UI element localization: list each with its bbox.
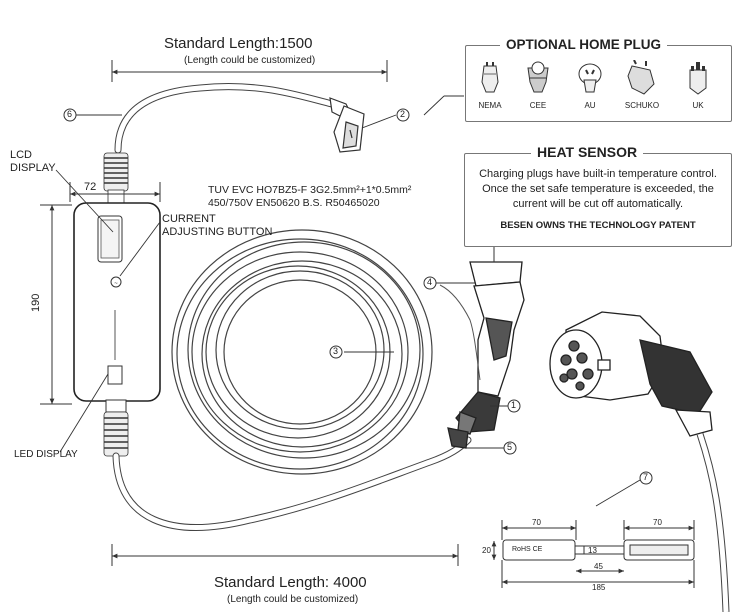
callout-circles <box>63 108 653 485</box>
cable-spec-line2: 450/750V EN50620 B.S. R50465020 <box>208 197 380 209</box>
right-cable <box>696 432 730 612</box>
callout-4: 4 <box>427 277 433 287</box>
top-length-label: Standard Length:1500 <box>164 35 313 52</box>
au-plug-icon <box>578 63 602 93</box>
cable-spec-line1: TUV EVC HO7BZ5-F 3G2.5mm²+1*0.5mm² <box>208 184 412 196</box>
plug-au: AU <box>574 60 606 110</box>
nema-plug-icon <box>481 62 499 93</box>
heat-sensor-text: Charging plugs have built-in temperature… <box>466 167 730 212</box>
tag-dim-13: 13 <box>588 546 597 555</box>
height-190-label: 190 <box>30 293 42 312</box>
top-dimension <box>111 60 388 82</box>
schuko-plug <box>329 97 365 153</box>
top-length-note: (Length could be customized) <box>184 55 316 66</box>
callout-1: 1 <box>511 400 517 410</box>
plug-au-label: AU <box>584 101 596 110</box>
plug-nema-label: NEMA <box>478 101 502 110</box>
cable-spec: TUV EVC HO7BZ5-F 3G2.5mm²+1*0.5mm² 450/7… <box>208 184 411 210</box>
callout-6: 6 <box>67 109 73 119</box>
callout-2: 2 <box>400 109 406 119</box>
heat-sensor-line2: Once the set safe temperature is exceede… <box>482 183 714 195</box>
plug-cee-label: CEE <box>529 101 547 110</box>
heat-sensor-panel <box>464 153 732 247</box>
current-button-label: CURRENT ADJUSTING BUTTON <box>162 213 272 239</box>
current-button-line1: CURRENT <box>162 213 216 225</box>
tag-marks: RoHS CE <box>512 546 543 553</box>
heat-sensor-line1: Charging plugs have built-in temperature… <box>479 168 717 180</box>
heat-sensor-patent: BESEN OWNS THE TECHNOLOGY PATENT <box>500 220 696 231</box>
lcd-display-line1: LCD <box>10 149 33 161</box>
tag-dim-left: 70 <box>532 518 541 527</box>
plug-uk-label: UK <box>692 101 704 110</box>
uk-plug-icon <box>689 62 707 95</box>
heat-sensor-line3: current will be cut off automatically. <box>512 198 684 210</box>
leader-lines <box>55 95 641 507</box>
optional-home-plug-title: OPTIONAL HOME PLUG <box>500 37 668 52</box>
plug-schuko: SCHUKO <box>624 59 660 110</box>
type2-connector <box>549 311 713 437</box>
tag-dim-45: 45 <box>594 562 603 571</box>
bottom-dimension <box>111 544 459 566</box>
plug-uk: UK <box>682 60 714 110</box>
bottom-length-label: Standard Length: 4000 <box>214 574 367 591</box>
callout-3: 3 <box>333 346 339 356</box>
callout-5: 5 <box>507 442 513 452</box>
cee-plug-icon <box>527 61 549 93</box>
bottom-length-note: (Length could be customized) <box>227 594 359 605</box>
cable-tag-drawing <box>491 520 695 588</box>
upper-strain-relief <box>103 152 129 205</box>
plug-nema: NEMA <box>474 60 506 110</box>
plug-schuko-label: SCHUKO <box>624 101 660 110</box>
lower-strain-relief <box>103 399 129 457</box>
lcd-display-line2: DISPLAY <box>10 162 56 174</box>
svg-text:~: ~ <box>114 281 118 287</box>
tag-dim-185: 185 <box>592 583 606 592</box>
lcd-display-label: LCD DISPLAY <box>10 149 56 175</box>
charging-handle <box>447 261 525 449</box>
width-72-label: 72 <box>84 181 97 193</box>
current-button-line2: ADJUSTING BUTTON <box>162 226 273 238</box>
schuko-plug-icon <box>627 59 655 95</box>
heat-sensor-title: HEAT SENSOR <box>531 144 644 160</box>
lower-cable <box>112 436 472 531</box>
tag-dim-right: 70 <box>653 518 662 527</box>
plug-cee: CEE <box>522 60 554 110</box>
control-box: ~ <box>73 202 161 402</box>
led-display-label: LED DISPLAY <box>14 449 78 460</box>
sensor-wire <box>439 284 481 381</box>
tag-dim-height: 20 <box>482 546 491 555</box>
callout-7: 7 <box>643 472 649 482</box>
height-dimension <box>40 204 72 405</box>
cable-coil <box>171 229 433 475</box>
upper-cable <box>114 83 336 154</box>
